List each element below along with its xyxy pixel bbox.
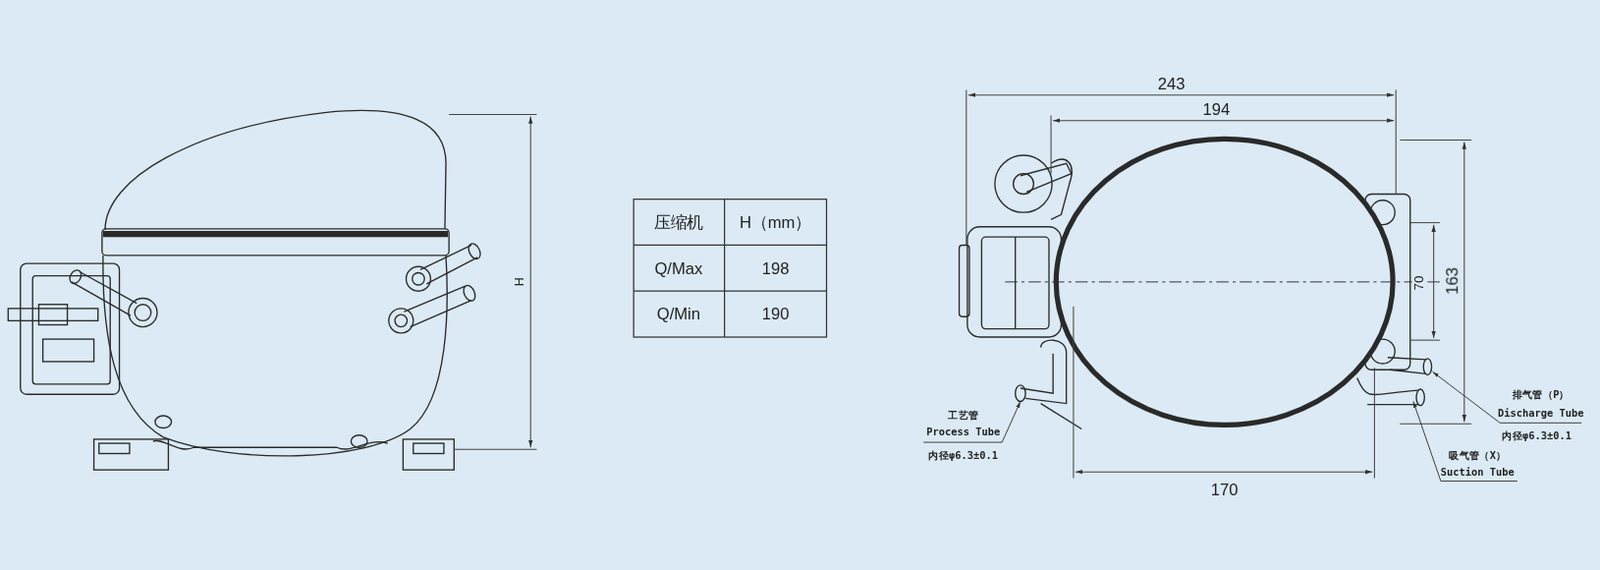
side-view-part — [155, 415, 172, 428]
side-view-part — [105, 110, 446, 229]
height-dimension-part — [530, 115, 532, 447]
dimension-label: 194 — [1202, 100, 1230, 118]
top-view-part — [1015, 385, 1026, 402]
dimension-label: 243 — [1158, 74, 1186, 93]
dimension-lines-part — [1072, 306, 1074, 479]
height-dimension-part — [453, 448, 537, 450]
side-view-part — [20, 263, 120, 394]
callout-label: 工艺管 — [947, 408, 979, 420]
callout-label: Suction Tube — [1440, 465, 1515, 477]
top-view-part — [1014, 236, 1016, 330]
side-view-part — [102, 228, 449, 256]
side-view-part — [413, 442, 444, 453]
side-view-part — [71, 271, 137, 316]
side-view-part — [388, 308, 414, 333]
dimension-lines-part — [1399, 423, 1472, 425]
top-view-part — [1357, 378, 1419, 405]
side-view-part — [94, 439, 169, 470]
side-view-part — [32, 275, 111, 385]
side-view-part — [402, 439, 454, 470]
dimension-lines — [966, 89, 1472, 478]
dimension-lines-part — [1399, 139, 1472, 141]
side-view-part — [43, 338, 95, 362]
top-view-part — [1025, 339, 1067, 403]
callout-label: 内径φ6.3±0.1 — [1501, 430, 1572, 442]
top-view-part — [1004, 280, 1441, 282]
top-view-part — [1020, 353, 1053, 394]
leader-lines — [923, 371, 1582, 481]
dimension-label: 70 — [1412, 273, 1428, 292]
top-view-part — [1423, 358, 1432, 376]
side-view-part — [67, 268, 84, 286]
dimension-label: 170 — [1211, 481, 1239, 499]
table-cell: Q/Max — [654, 259, 703, 277]
dimension-lines-part — [1395, 89, 1397, 194]
table-cell: H（mm） — [739, 213, 812, 231]
dimension-lines-part — [968, 94, 1394, 96]
spec-table-part — [633, 290, 827, 292]
dimension-lines-part — [1075, 471, 1373, 473]
side-view-part — [134, 304, 152, 322]
dimension-lines-part — [965, 89, 967, 245]
top-view-part — [1416, 388, 1425, 406]
top-view-part — [994, 155, 1052, 213]
top-view — [959, 138, 1441, 429]
side-view-part — [412, 273, 425, 285]
spec-table-part — [633, 244, 827, 246]
side-view-part — [7, 308, 98, 321]
dimension-lines-part — [1410, 339, 1440, 341]
table-cell: 压缩机 — [654, 213, 704, 231]
spec-table — [633, 199, 827, 337]
callout-label: 排气管（P） — [1512, 387, 1570, 399]
dimension-lines-part — [1374, 367, 1376, 478]
dimension-label: 163 — [1442, 265, 1461, 297]
side-view-part — [350, 435, 368, 447]
height-dimension-part — [448, 113, 537, 115]
side-view-part — [99, 442, 130, 453]
top-view-part — [1050, 159, 1072, 220]
side-view-part — [103, 230, 448, 237]
callout-label: 内径φ6.3±0.1 — [928, 449, 998, 461]
side-view — [7, 110, 483, 470]
side-view-part — [103, 255, 447, 456]
top-view-part — [981, 236, 1049, 330]
dimension-lines-part — [1433, 224, 1435, 338]
callout-label: Process Tube — [926, 426, 1000, 438]
leader-lines-part — [923, 400, 1021, 442]
top-view-part — [959, 244, 970, 317]
side-view-part — [38, 304, 67, 326]
dimension-lines-part — [1463, 141, 1465, 422]
top-view-part — [1020, 163, 1072, 192]
top-view-part — [1387, 357, 1427, 375]
dimension-lines-part — [1052, 119, 1394, 121]
callout-label: 吸气管（X） — [1448, 449, 1506, 461]
side-view-part — [461, 283, 478, 303]
table-cell: Q/Min — [657, 304, 701, 323]
dimension-lines-part — [1410, 221, 1440, 223]
callout-label: Discharge Tube — [1497, 406, 1585, 418]
side-view-part — [405, 266, 431, 291]
top-view-part — [1041, 403, 1083, 430]
side-view-part — [403, 285, 472, 328]
dimension-lines-part — [1050, 114, 1052, 173]
table-cell: 198 — [762, 259, 790, 277]
side-view-part — [128, 298, 158, 328]
spec-table-part — [723, 199, 725, 337]
table-cell: 190 — [762, 304, 790, 323]
spec-table-part — [633, 199, 827, 337]
height-dimension — [448, 113, 537, 449]
side-view-part — [466, 241, 483, 261]
dimension-label: H — [511, 275, 526, 288]
side-view-part — [394, 314, 407, 327]
